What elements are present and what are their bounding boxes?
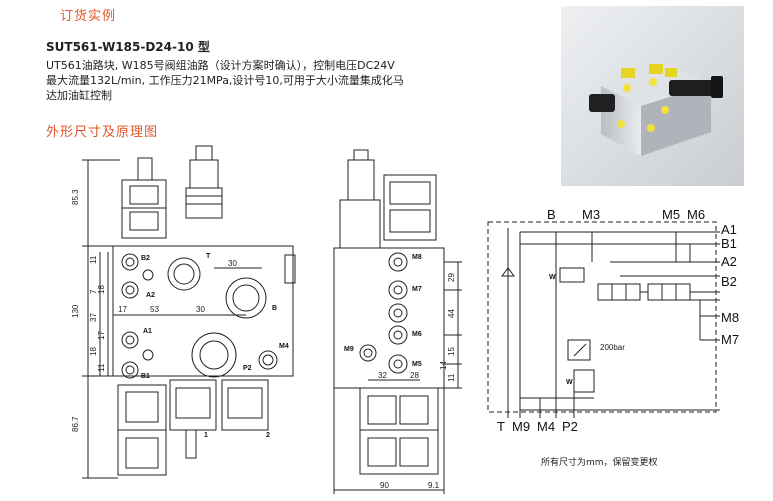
dim-side: 44 — [447, 309, 456, 318]
valve-w-label: W — [566, 379, 573, 386]
description-line: UT561油路块, W185号阀组油路（设计方案时确认），控制电压DC24V — [46, 59, 395, 72]
dimension-note: 所有尺寸为mm，保留变更权 — [541, 458, 658, 468]
port-label-t: T — [206, 253, 211, 260]
dim-inner: 11 — [89, 255, 98, 264]
port-label-b1: B1 — [141, 373, 150, 380]
port-p2-circle — [191, 332, 237, 378]
dim-inner: 37 — [89, 313, 98, 322]
schem-label-m7: M7 — [721, 332, 739, 347]
schem-label-m4: M4 — [537, 419, 555, 434]
port-label-a2: A2 — [146, 292, 155, 299]
technical-drawing: 85.3 130 86.7 11 7 18 37 17 18 11 17 53 … — [71, 145, 739, 494]
dim-side: 14 — [439, 361, 448, 370]
directional-valve-1 — [597, 283, 641, 301]
schem-label-b1: B1 — [721, 236, 737, 251]
port-b-circle — [225, 277, 267, 319]
dim-side-small: 32 — [378, 371, 387, 380]
valve-w-label: W — [549, 274, 556, 281]
product-description: UT561油路块, W185号阀组油路（设计方案时确认），控制电压DC24V 最… — [46, 58, 536, 103]
dim-side: 15 — [447, 347, 456, 356]
port-label-m4: M4 — [279, 343, 289, 350]
dim-inner: 17 — [97, 331, 106, 340]
dim-top: 30 — [196, 305, 205, 314]
schem-label-b: B — [547, 207, 556, 222]
port-label-m9: M9 — [344, 346, 354, 353]
port-label-m7: M7 — [412, 286, 422, 293]
dim-top: 17 — [118, 305, 127, 314]
valve-body-2 — [221, 379, 269, 431]
schem-label-a2: A2 — [721, 254, 737, 269]
product-photo — [561, 6, 744, 186]
side-solenoid — [359, 387, 439, 475]
schem-label-t: T — [497, 419, 505, 434]
dim-inner: 11 — [97, 363, 106, 372]
port-label-m8: M8 — [412, 254, 422, 261]
dim-side-small: 28 — [410, 371, 419, 380]
upper-solenoid-coil — [121, 179, 167, 239]
schem-label-p2: P2 — [562, 419, 578, 434]
dim-side: 29 — [447, 273, 456, 282]
port-label-b: B — [272, 305, 277, 312]
drawing-section-title: 外形尺寸及原理图 — [46, 125, 159, 140]
side-valve-stack — [339, 199, 381, 249]
port-label-b2: B2 — [141, 255, 150, 262]
schem-label-a1: A1 — [721, 222, 737, 237]
dim-inner: 7 — [89, 289, 98, 294]
dim-height-top: 85.3 — [71, 189, 80, 205]
order-example-title: 订货实例 — [60, 9, 117, 24]
dim-height-bottom: 86.7 — [71, 416, 80, 432]
dim-height-block: 130 — [71, 304, 80, 318]
schem-label-m8: M8 — [721, 310, 739, 325]
port-label-p2: P2 — [243, 365, 252, 372]
description-line: 最大流量132L/min, 工作压力21MPa,设计号10,可用于大小流量集成化… — [46, 74, 404, 87]
schem-label-m5: M5 — [662, 207, 680, 222]
dim-top: 30 — [228, 259, 237, 268]
schematic-boundary — [487, 221, 717, 413]
description-line: 达加油缸控制 — [46, 89, 112, 102]
pressure-setting-label: 200bar — [600, 343, 625, 352]
port-t-circle — [167, 257, 201, 291]
manifold-block-front — [112, 245, 294, 377]
port-label-a1: A1 — [143, 328, 152, 335]
schem-label-m9: M9 — [512, 419, 530, 434]
dim-inner: 18 — [97, 285, 106, 294]
dim-side-width: 90 — [380, 481, 389, 490]
schem-label-m3: M3 — [582, 207, 600, 222]
dim-inner: 18 — [89, 347, 98, 356]
directional-valve-2 — [647, 283, 691, 301]
solenoid-mark: 2 — [266, 432, 270, 439]
port-label-m5: M5 — [412, 361, 422, 368]
port-label-m6: M6 — [412, 331, 422, 338]
dim-side: 11 — [447, 373, 456, 382]
model-number: SUT561-W185-D24-10 型 — [46, 40, 210, 54]
relief-valve-symbol — [567, 339, 591, 361]
pressure-valve-symbol — [573, 369, 595, 393]
schem-label-b2: B2 — [721, 274, 737, 289]
schem-label-m6: M6 — [687, 207, 705, 222]
relief-valve-cap — [189, 159, 219, 189]
dim-top: 53 — [150, 305, 159, 314]
solenoid-mark: 1 — [204, 432, 208, 439]
valve-w-symbol — [559, 267, 585, 283]
dim-side-width: 9.1 — [428, 481, 440, 490]
